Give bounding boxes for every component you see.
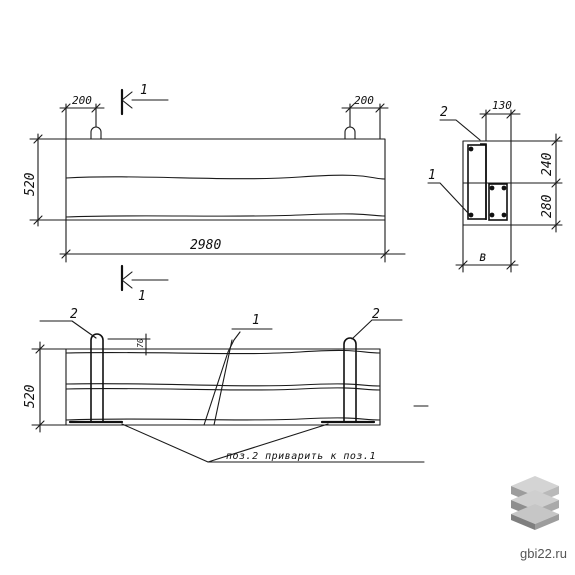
section-label-top: 1 (140, 83, 148, 98)
dim-right-loop: 200 (354, 94, 374, 107)
dim-front-width: 2980 (190, 238, 221, 253)
watermark-text: gbi22.ru (520, 546, 567, 561)
rebar-long-top (65, 348, 381, 355)
dim-left-loop: 200 (72, 94, 92, 107)
dim-front-height: 520 (23, 172, 38, 196)
rebar-view: 520 70 2 2 1 поз.2 приварить к поз.1 (23, 307, 429, 463)
section-callout-2: 2 (440, 105, 448, 120)
rebar-callout-left: 2 (70, 307, 78, 322)
rebar-long-mid (65, 383, 381, 391)
rebar-cage-left (467, 144, 487, 220)
rebar-callout-mid: 1 (252, 313, 260, 328)
stacked-slabs-logo-icon (511, 476, 559, 530)
beam-inner-line-upper (65, 174, 386, 180)
lifting-loop-right (344, 126, 356, 140)
beam-inner-line-lower (65, 213, 386, 218)
rebar-loop-left (90, 333, 104, 422)
rebar-loop-right (343, 337, 357, 422)
dim-section-upper: 240 (540, 152, 555, 176)
dim-section-bottom: в (479, 250, 487, 265)
dim-section-lower: 280 (540, 194, 555, 218)
dim-rebar-height: 520 (23, 384, 38, 408)
front-view: 520 2980 200 200 1 1 (23, 83, 406, 304)
weld-note: поз.2 приварить к поз.1 (226, 451, 376, 462)
lifting-loop-left (90, 126, 102, 140)
rebar-callout-right: 2 (372, 307, 380, 322)
dim-rebar-cover: 70 (136, 338, 145, 348)
rebar-cage-right (488, 183, 508, 221)
dim-section-top: 130 (492, 99, 512, 112)
section-label-bottom: 1 (138, 289, 146, 304)
section-callout-1: 1 (428, 168, 436, 183)
section-view: 130 240 280 в 2 1 (427, 99, 563, 273)
rebar-long-bottom (65, 417, 381, 426)
beam-outline (65, 138, 386, 221)
